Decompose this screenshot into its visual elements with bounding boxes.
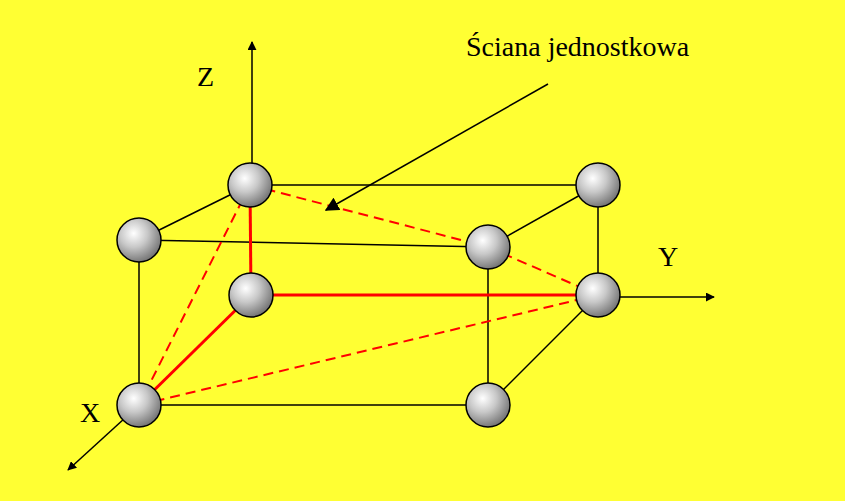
atoms (117, 163, 620, 427)
cell-edges (139, 185, 598, 405)
axes (68, 42, 714, 470)
axis-label: Y (658, 242, 678, 273)
unit-face-dashed (139, 185, 598, 405)
callout-label: Ściana jednostkowa (466, 32, 689, 63)
leader-line (326, 84, 548, 210)
red-solid-edges (139, 185, 598, 405)
axis-label: X (80, 398, 100, 429)
axis-label: Z (197, 62, 214, 93)
